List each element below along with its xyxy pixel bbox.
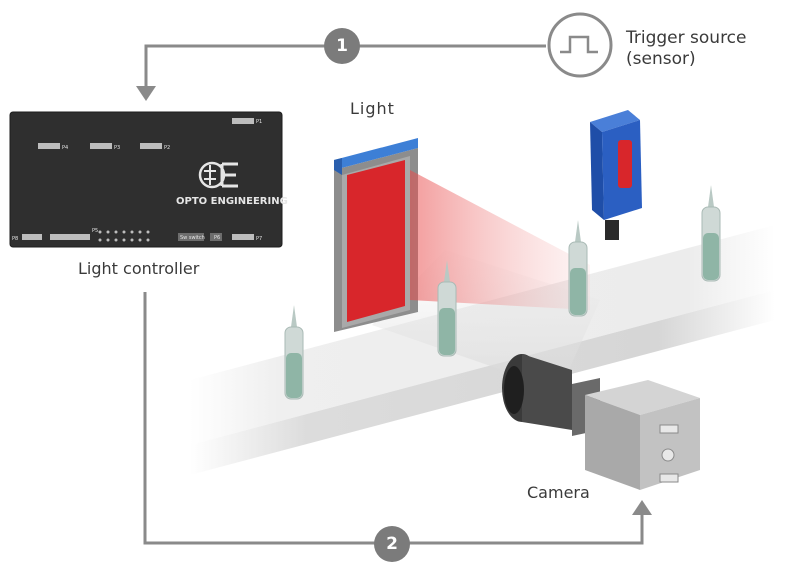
- step-1-badge: 1: [324, 28, 360, 64]
- light-beam: [410, 170, 590, 310]
- trigger-source-label: Trigger source (sensor): [626, 28, 747, 70]
- port-label: P5: [92, 228, 98, 234]
- trigger-label-line2: (sensor): [626, 49, 696, 69]
- port-label: P1: [256, 119, 262, 125]
- controller-brand: OPTO ENGINEERING: [176, 196, 288, 207]
- vial: [701, 185, 721, 282]
- controller-logo-icon: [198, 161, 238, 189]
- arrow-trigger-to-controller: [136, 44, 546, 101]
- light-controller-label: Light controller: [78, 259, 200, 278]
- port-label: P8: [12, 236, 18, 242]
- vials: [284, 185, 721, 400]
- camera: [502, 354, 700, 490]
- controller-button-label: Sw switch: [180, 235, 205, 241]
- vial: [568, 220, 588, 317]
- controller-connectors: [22, 118, 254, 241]
- light-label: Light: [350, 99, 395, 118]
- port-label: P2: [164, 145, 170, 151]
- light-controller: OPTO ENGINEERING Sw switch P1 P2 P3 P4 P…: [9, 111, 288, 248]
- vial: [284, 305, 304, 400]
- step-2-badge: 2: [374, 526, 410, 562]
- port-label: P4: [62, 145, 68, 151]
- camera-label: Camera: [527, 483, 590, 502]
- port-label: P7: [256, 236, 262, 242]
- trigger-sensor: [590, 110, 642, 240]
- pulse-icon: [560, 35, 598, 54]
- light-panel: [334, 138, 418, 332]
- trigger-source-symbol: [547, 12, 613, 78]
- trigger-label-line1: Trigger source: [626, 28, 747, 48]
- controller-status-dots: [98, 230, 150, 242]
- port-label: P3: [114, 145, 120, 151]
- vial: [437, 260, 457, 357]
- port-label: P6: [214, 235, 220, 241]
